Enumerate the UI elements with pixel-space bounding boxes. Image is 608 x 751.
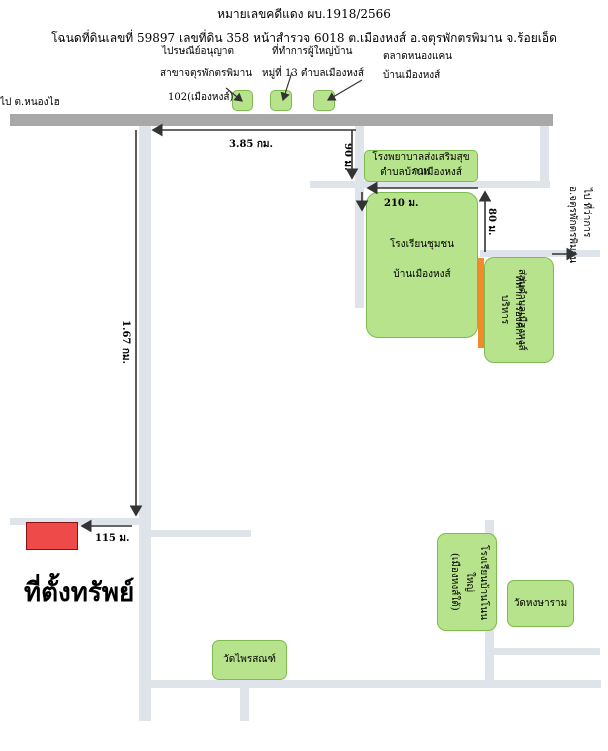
distance-115m: 115 ม. (95, 533, 130, 544)
main-road (10, 114, 553, 126)
headman-label-1: ที่ทำการผู้ใหญ่บ้าน (272, 46, 353, 57)
distance-385km: 3.85 กม. (229, 139, 273, 150)
vertical-road-left (139, 126, 151, 721)
arrow-market (326, 79, 363, 101)
road-bottom-right (494, 648, 600, 655)
property-marker (26, 522, 78, 550)
to-nong-hai-label: ไป ต.หนองไฮ (0, 97, 60, 108)
distance-90m: 90 ม. (342, 143, 353, 171)
wat-nong-label: วัดหงษาราม (513, 598, 568, 609)
school-b-label-2: (เมืองหงส์ใต้) (449, 553, 460, 611)
road-to-hospital (355, 126, 364, 181)
road-bottom-stub (240, 688, 249, 721)
hospital-label-1: โรงพยาบาลส่งเสริมสุขภาพ (372, 152, 470, 177)
school-label-2: บ้านเมืองหงส์ (393, 269, 451, 280)
road-school-side (355, 188, 364, 308)
to-district-office-label-1: ไป ที่ว่าการ (581, 188, 592, 238)
road-hospital-street (310, 181, 550, 188)
wat-nong (507, 580, 574, 627)
wat-phrai-label: วัดไพรสณฑ์ (223, 654, 276, 665)
school (366, 192, 478, 338)
post-office-label-3: 102(เมืองหงส์) (168, 92, 234, 103)
hospital (364, 150, 478, 182)
case-number: หมายเลขคดีแดง ผบ.1918/2566 (217, 7, 391, 21)
tao-office (484, 257, 554, 363)
post-office-label-1: ไปรษณีย์อนุญาต (162, 46, 234, 57)
road-property (10, 518, 139, 525)
property-label: ที่ตั้งทรัพย์ (24, 578, 135, 608)
school-b (437, 533, 497, 631)
road-mid-branch (151, 530, 251, 537)
tao-label-1: ที่ทำการองค์การบริหาร (499, 274, 524, 346)
deed-info: โฉนดที่ดินเลขที่ 59897 เลขที่ดิน 358 หน้… (51, 31, 557, 45)
wat-phrai (212, 640, 287, 680)
arrow-headman (280, 71, 293, 102)
tao-label-2: ส่วนตำบลเมืองหงส์ (516, 269, 527, 351)
distance-167km: 1.67 กม. (120, 320, 131, 364)
road-right-upper (540, 126, 549, 186)
to-district-office-label-2: อ.จตุรพักตรพิมาน (567, 186, 578, 264)
hospital-label-2: ตำบลบ้านเมืองหงส์ (380, 167, 462, 178)
tao-marker (478, 258, 484, 348)
headman-label-2: หมู่ที่ 13 ตำบลเมืองหงส์ (262, 68, 364, 79)
school-b-label-1: โรงเรียนบ้านโนนใหญ่ (464, 544, 489, 620)
arrow-post-office (225, 87, 243, 102)
market-label-2: บ้านเมืองหงส์ (383, 70, 441, 81)
school-label-1: โรงเรียนชุมชน (389, 239, 455, 250)
market-label-1: ตลาดหนองแคน (383, 51, 453, 62)
distance-80m: 80 ม. (486, 208, 497, 236)
road-right-lower (480, 250, 600, 257)
post-office-label-2: สาขาจตุรพักตรพิมาน (160, 68, 253, 79)
road-bottom (151, 680, 601, 688)
distance-210m: 210 ม. (384, 198, 419, 209)
